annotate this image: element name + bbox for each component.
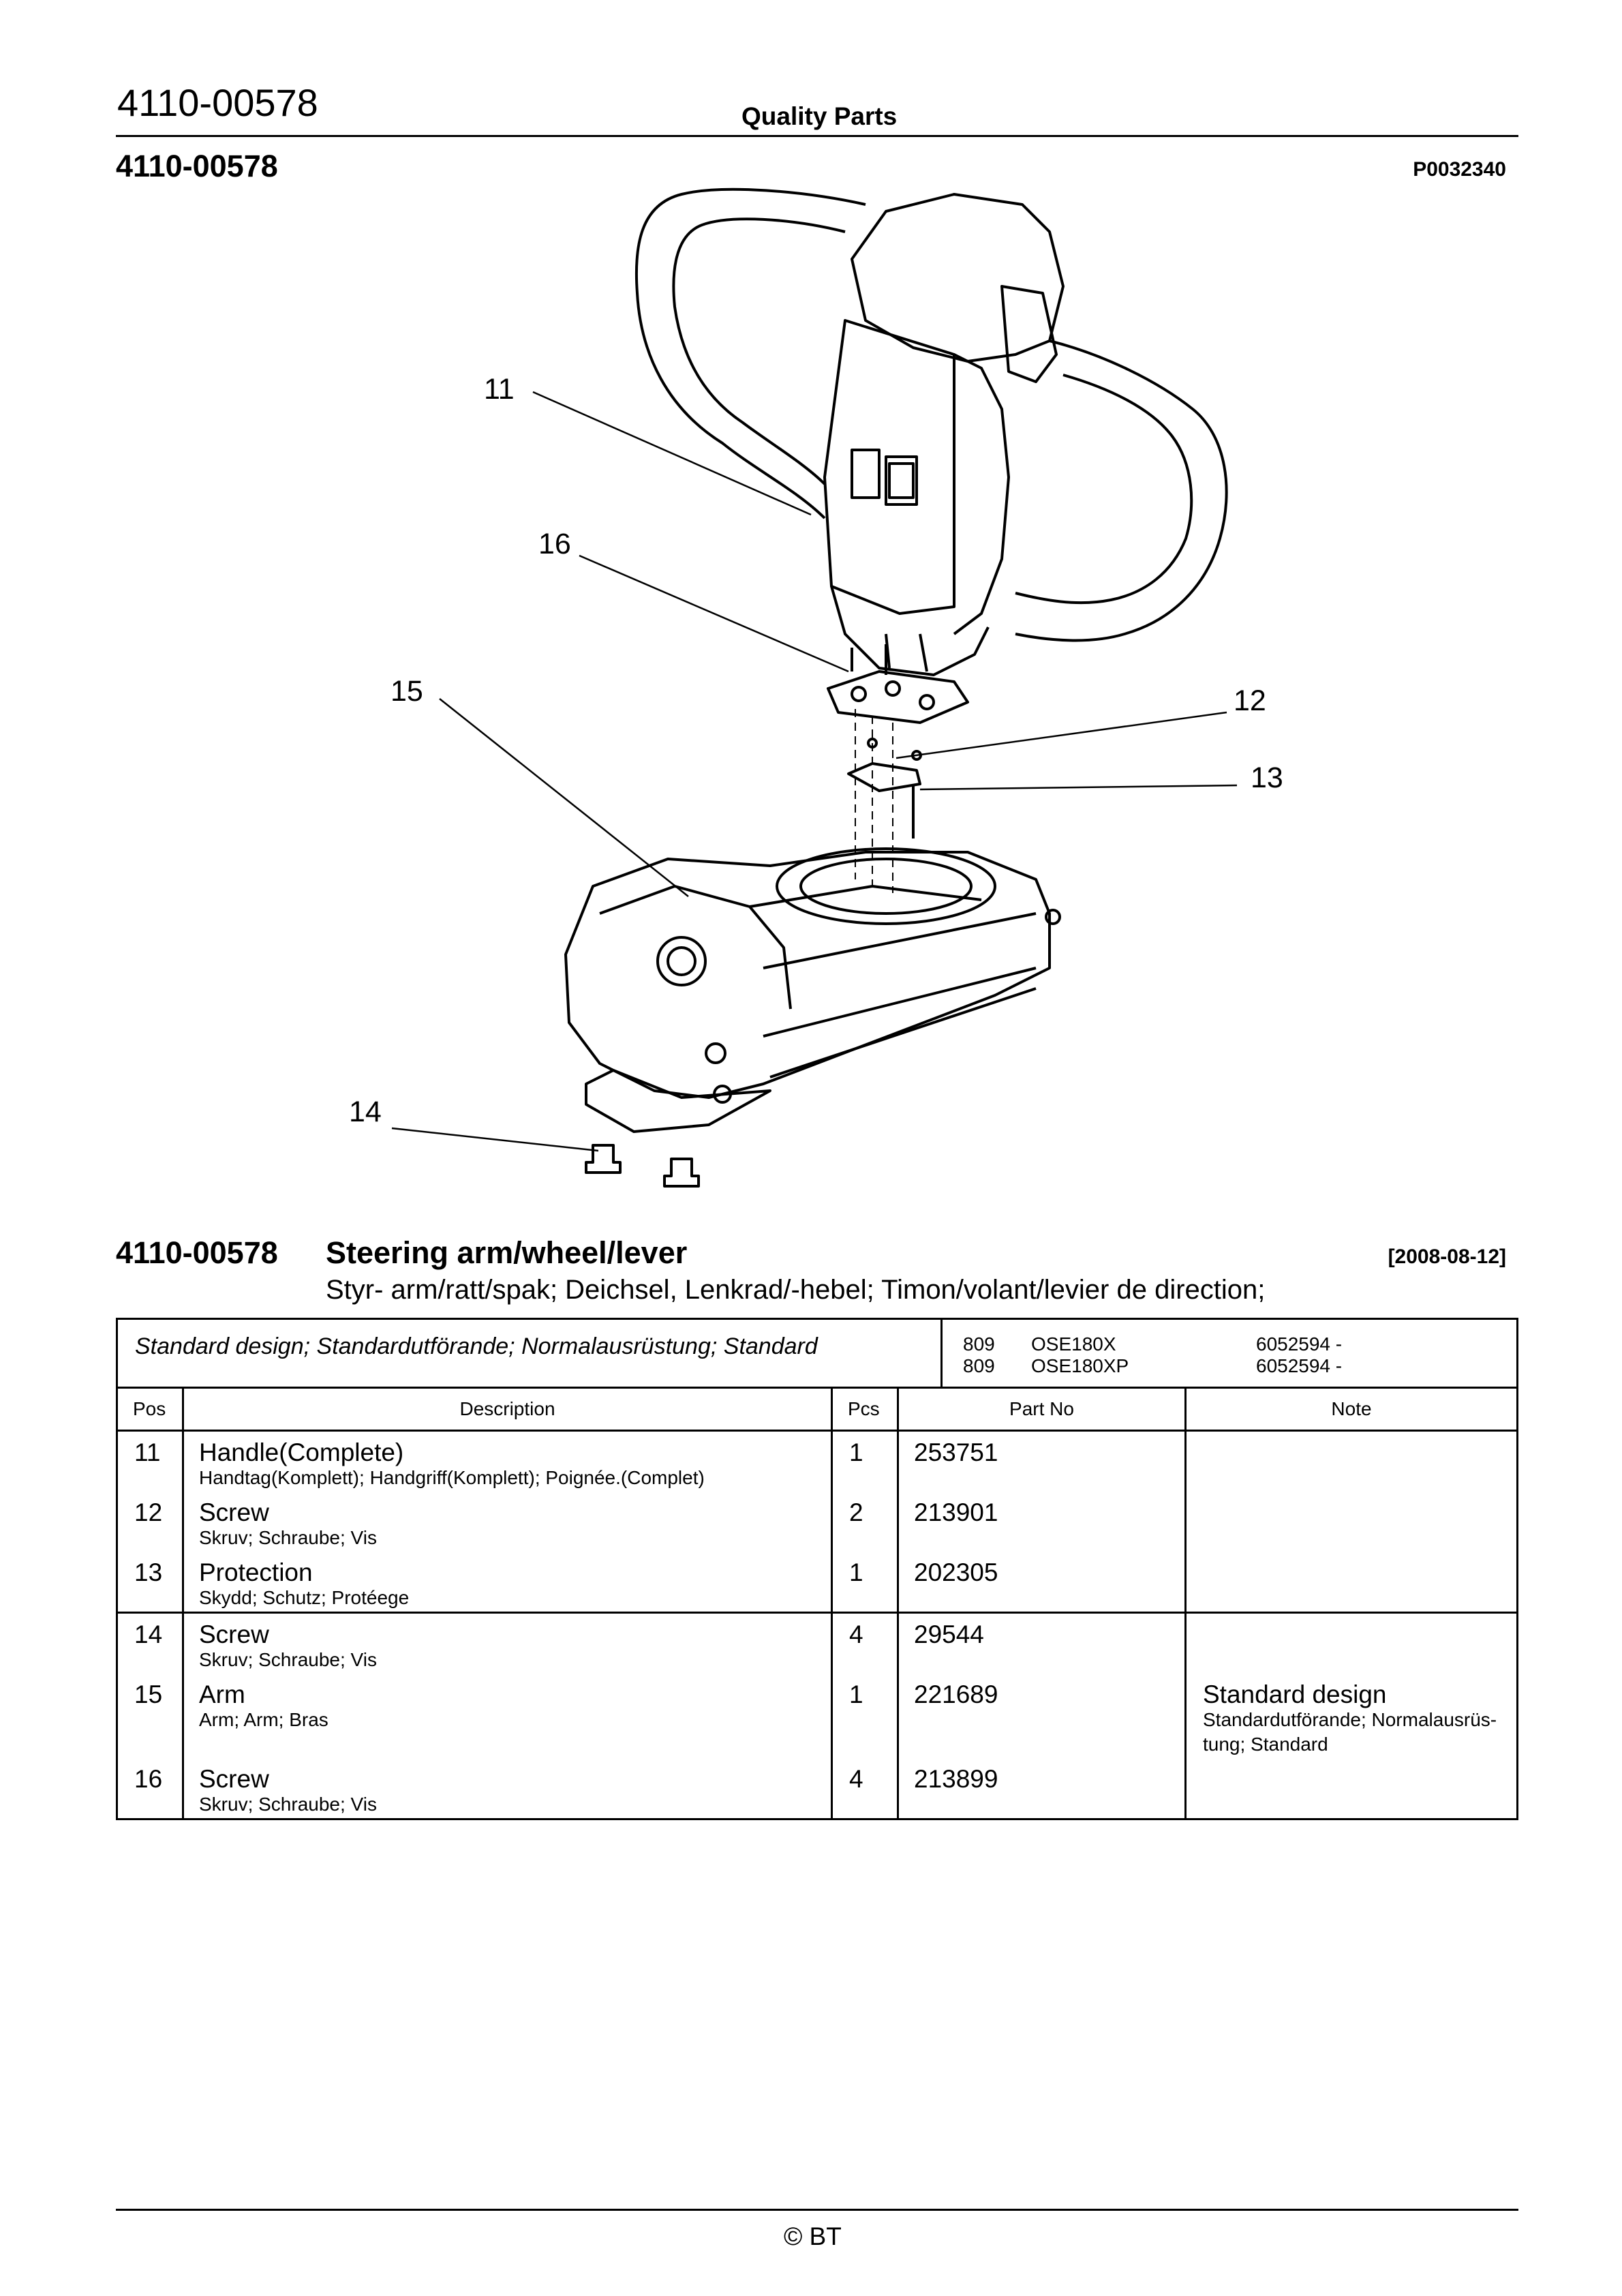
section-title: Quality Parts xyxy=(741,102,898,130)
pos-cell: 15 xyxy=(134,1680,163,1708)
pos-cell: 16 xyxy=(134,1765,163,1793)
pos-cell: 13 xyxy=(134,1558,163,1586)
pos-cell: 12 xyxy=(134,1498,163,1526)
header-pcs: Pcs xyxy=(833,1389,899,1430)
footer-divider xyxy=(116,2209,1518,2211)
screw-14a xyxy=(585,1144,622,1174)
part-number: 213899 xyxy=(914,1765,998,1793)
pos-cell: 11 xyxy=(134,1438,161,1466)
part-translations: Handtag(Komplett); Handgriff(Komplett); … xyxy=(199,1467,705,1488)
callout-15: 15 xyxy=(391,675,423,708)
variant-models: 809 OSE180X 6052594 - 809 OSE180XP 60525… xyxy=(943,1320,1516,1387)
header-part-no: Part No xyxy=(899,1389,1187,1430)
copyright: © BT xyxy=(784,2222,842,2250)
table-header: Pos Description Pcs Part No Note xyxy=(118,1389,1516,1432)
callout-14: 14 xyxy=(349,1096,382,1128)
part-name: Arm xyxy=(199,1680,245,1708)
note-detail: Standardutförande; Normalausrüs- xyxy=(1203,1709,1497,1730)
pcs-cell: 4 xyxy=(849,1765,863,1793)
table-group: 14 15 16 Screw Skruv; Schraube; Vis Arm … xyxy=(118,1614,1516,1818)
header-note: Note xyxy=(1331,1398,1372,1419)
part-number: 29544 xyxy=(914,1620,984,1648)
model-serial: 6052594 - xyxy=(1256,1333,1343,1355)
arm-base xyxy=(564,851,1051,1099)
parts-list-subtitle: Styr- arm/ratt/spak; Deichsel, Lenkrad/-… xyxy=(326,1275,1266,1305)
drawing-reference: P0032340 xyxy=(1413,158,1506,181)
part-number: 253751 xyxy=(914,1438,998,1466)
part-number: 202305 xyxy=(914,1558,998,1586)
parts-list-date: [2008-08-12] xyxy=(1388,1245,1506,1268)
document-number: 4110-00578 xyxy=(117,81,318,124)
part-name: Handle(Complete) xyxy=(199,1438,404,1466)
screw-14b xyxy=(663,1158,700,1188)
model-name: OSE180X xyxy=(1031,1333,1116,1355)
part-number: 213901 xyxy=(914,1498,998,1526)
model-code: 809 xyxy=(963,1333,995,1355)
callout-16: 16 xyxy=(538,528,571,560)
pcs-cell: 1 xyxy=(849,1438,863,1466)
header-description: Description xyxy=(184,1389,833,1430)
part-translations: Skruv; Schraube; Vis xyxy=(199,1794,377,1815)
table-group: 11 12 13 Handle(Complete) Handtag(Komple… xyxy=(118,1432,1516,1614)
pcs-cell: 2 xyxy=(849,1498,863,1526)
note-detail: tung; Standard xyxy=(1203,1734,1328,1755)
variant-row: Standard design; Standardutförande; Norm… xyxy=(118,1320,1516,1389)
model-code: 809 xyxy=(963,1355,995,1376)
handle-grip-left xyxy=(634,187,866,519)
page-part-number: 4110-00578 xyxy=(116,149,278,183)
part-translations: Skydd; Schutz; Protéege xyxy=(199,1587,410,1608)
part-name: Screw xyxy=(199,1620,269,1648)
callout-12: 12 xyxy=(1234,684,1266,717)
protection-part xyxy=(847,762,921,792)
parts-list-title: Steering arm/wheel/lever xyxy=(326,1235,688,1270)
pos-cell: 14 xyxy=(134,1620,163,1648)
part-name: Screw xyxy=(199,1498,269,1526)
header-divider xyxy=(116,135,1518,137)
mounting-plate xyxy=(827,670,969,724)
part-name: Screw xyxy=(199,1765,269,1793)
parts-list-number: 4110-00578 xyxy=(116,1235,278,1270)
parts-table: Standard design; Standardutförande; Norm… xyxy=(116,1318,1518,1820)
handle-head xyxy=(851,193,1065,363)
pcs-cell: 4 xyxy=(849,1620,863,1648)
part-translations: Skruv; Schraube; Vis xyxy=(199,1527,377,1548)
model-serial: 6052594 - xyxy=(1256,1355,1343,1376)
part-translations: Skruv; Schraube; Vis xyxy=(199,1649,377,1670)
model-row: 809 OSE180X 6052594 - xyxy=(963,1333,1508,1355)
model-row: 809 OSE180XP 6052594 - xyxy=(963,1355,1508,1377)
part-name: Protection xyxy=(199,1558,313,1586)
part-translations: Arm; Arm; Bras xyxy=(199,1709,328,1730)
pcs-cell: 1 xyxy=(849,1680,863,1708)
exploded-parts-drawing: 11 16 15 12 13 14 xyxy=(349,187,1283,1188)
handle-grip-right xyxy=(1015,339,1228,642)
callout-13: 13 xyxy=(1251,761,1283,794)
part-number: 221689 xyxy=(914,1680,998,1708)
callout-11: 11 xyxy=(484,373,515,406)
model-name: OSE180XP xyxy=(1031,1355,1129,1376)
header-pos: Pos xyxy=(118,1389,184,1430)
pcs-cell: 1 xyxy=(849,1558,863,1586)
note-cell: Standard design xyxy=(1203,1680,1387,1708)
variant-description: Standard design; Standardutförande; Norm… xyxy=(118,1320,943,1387)
